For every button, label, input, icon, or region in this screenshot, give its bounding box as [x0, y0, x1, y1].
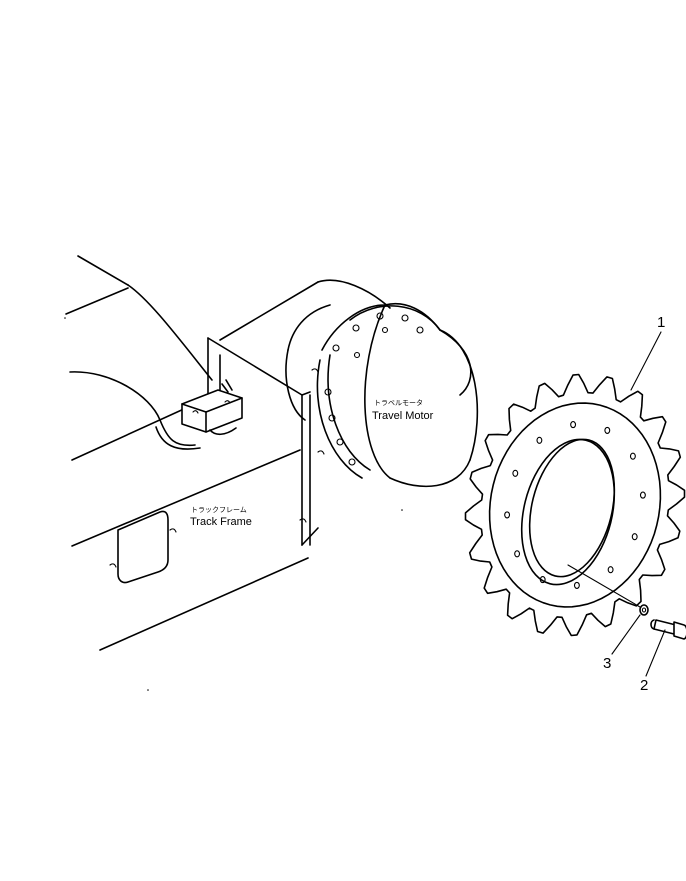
- callout-3: 3: [603, 614, 641, 672]
- sprocket: [464, 373, 686, 637]
- sprocket-bolt-hole: [570, 421, 577, 429]
- mounting-block: [181, 379, 243, 436]
- track-frame: [65, 255, 319, 651]
- track-frame-label-jp: トラックフレーム: [191, 506, 247, 514]
- bolt-leader-line: [567, 564, 641, 608]
- track-frame-label-en: Track Frame: [190, 516, 252, 528]
- sprocket-bolt-hole: [639, 491, 646, 499]
- callout-3-number: 3: [603, 655, 611, 672]
- sprocket-bolt-hole: [604, 426, 611, 434]
- sprocket-bolt-hole: [629, 452, 636, 460]
- sprocket-bolt-hole: [631, 533, 638, 541]
- washer: [639, 604, 649, 616]
- sprocket-bolt-hole: [607, 566, 614, 574]
- travel-motor-label-en: Travel Motor: [372, 410, 434, 422]
- callout-1-number: 1: [657, 314, 665, 331]
- callout-2: 2: [640, 629, 666, 694]
- sprocket-bolt-hole: [536, 436, 543, 444]
- callout-1: 1: [630, 314, 665, 391]
- travel-motor: トラベルモータ Travel Motor: [219, 279, 479, 488]
- sprocket-bolt-hole: [573, 581, 580, 589]
- sprocket-bolt-hole: [539, 576, 546, 584]
- travel-motor-label-jp: トラベルモータ: [374, 398, 423, 407]
- bolt: [650, 619, 686, 640]
- sprocket-bolt-hole: [504, 511, 511, 519]
- sprocket-bolt-hole: [514, 550, 521, 558]
- sprocket-bolt-hole: [512, 469, 519, 477]
- callout-2-number: 2: [640, 677, 648, 694]
